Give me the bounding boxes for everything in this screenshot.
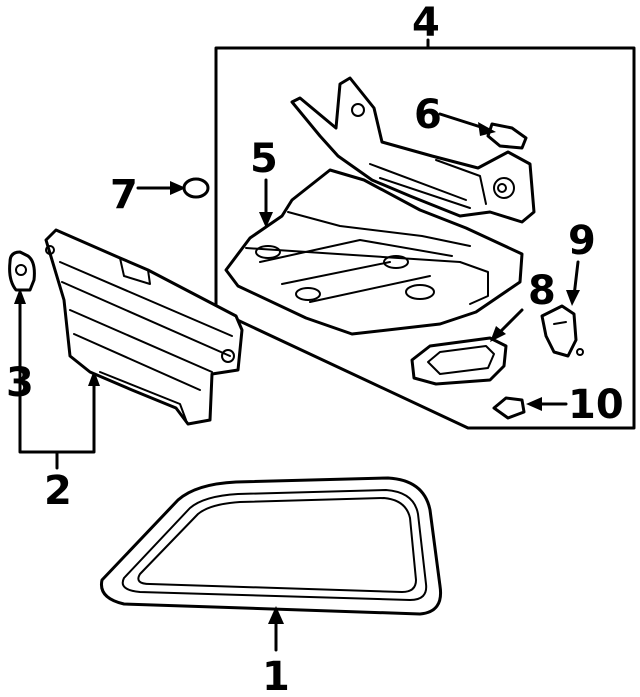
part-4-brace[interactable] — [290, 76, 536, 224]
callout-3: 3 — [6, 360, 34, 406]
part-6-clip[interactable] — [438, 112, 528, 150]
part-2-rear-panel[interactable] — [44, 228, 244, 426]
part-10-clip[interactable] — [492, 396, 568, 420]
part-5-tray[interactable] — [224, 168, 524, 336]
part-7-plug[interactable] — [136, 177, 210, 199]
bracket-2-3 — [14, 288, 100, 470]
callout-6: 6 — [414, 92, 442, 138]
part-1-window[interactable] — [99, 476, 443, 652]
callout-8: 8 — [528, 268, 556, 314]
leader-5 — [259, 178, 273, 228]
part-9-latch[interactable] — [540, 260, 584, 358]
callout-10: 10 — [568, 382, 624, 428]
callout-2: 2 — [44, 468, 72, 514]
callout-7: 7 — [110, 172, 138, 218]
callout-9: 9 — [568, 218, 596, 264]
callout-1: 1 — [262, 654, 290, 697]
part-8-trim[interactable] — [410, 308, 524, 386]
callout-5: 5 — [250, 136, 278, 182]
callout-4: 4 — [412, 0, 440, 46]
group-4-frame — [214, 38, 636, 430]
part-3-grommet[interactable] — [8, 250, 36, 292]
